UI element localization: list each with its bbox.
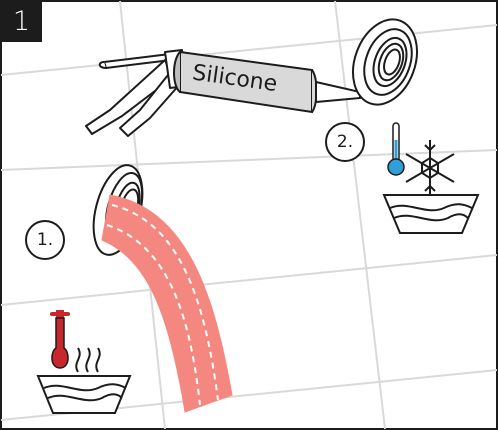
step-number-badge: 1 xyxy=(1,1,42,42)
cold-thermometer-icon xyxy=(387,122,405,176)
callout-step-2: 2. xyxy=(325,122,365,162)
cold-water-bowl-icon xyxy=(382,194,480,234)
hot-thermometer-icon xyxy=(50,310,70,369)
wall-fitting-2 xyxy=(352,18,418,106)
snowflake-icon xyxy=(405,140,455,196)
silicone-tube: Silicone xyxy=(173,50,390,114)
caulking-gun-icon xyxy=(85,49,187,137)
hose xyxy=(101,194,233,413)
callout-step-1: 1. xyxy=(25,220,65,260)
tube-nozzle xyxy=(315,80,361,104)
steam-icon xyxy=(75,347,101,373)
hot-water-bowl-icon xyxy=(36,375,132,414)
